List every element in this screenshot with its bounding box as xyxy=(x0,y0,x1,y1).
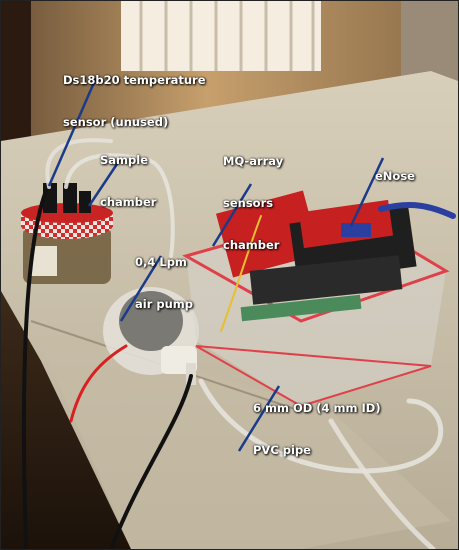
label-line: chamber xyxy=(100,195,157,209)
label-line: 0,4 Lpm xyxy=(135,255,187,269)
label-line: eNose xyxy=(375,169,415,183)
label-line: 6 mm OD (4 mm ID) xyxy=(253,401,381,415)
window-blind xyxy=(121,1,321,71)
label-line: PVC pipe xyxy=(253,443,311,457)
sample-jar xyxy=(21,183,113,284)
label-temperature-sensor: Ds18b20 temperature sensor (unused) xyxy=(63,45,206,143)
floor-shadow xyxy=(1,291,131,549)
label-line: sensors xyxy=(223,196,274,210)
label-mq-array: MQ-array sensors chamber xyxy=(223,126,283,266)
sensor-chamber-box xyxy=(182,190,450,408)
label-line: chamber xyxy=(223,238,280,252)
label-pvc-pipe: 6 mm OD (4 mm ID) PVC pipe xyxy=(253,373,381,471)
label-line: sensor (unused) xyxy=(63,115,169,129)
label-line: MQ-array xyxy=(223,154,284,168)
label-sample-chamber: Sample chamber xyxy=(100,125,156,223)
label-air-pump: 0,4 Lpm air pump xyxy=(135,227,193,325)
label-line: Sample xyxy=(100,153,148,167)
label-line: air pump xyxy=(135,297,194,311)
label-enose: eNose xyxy=(375,141,415,197)
leader-lines xyxy=(47,77,385,452)
label-line: Ds18b20 temperature xyxy=(63,73,206,87)
